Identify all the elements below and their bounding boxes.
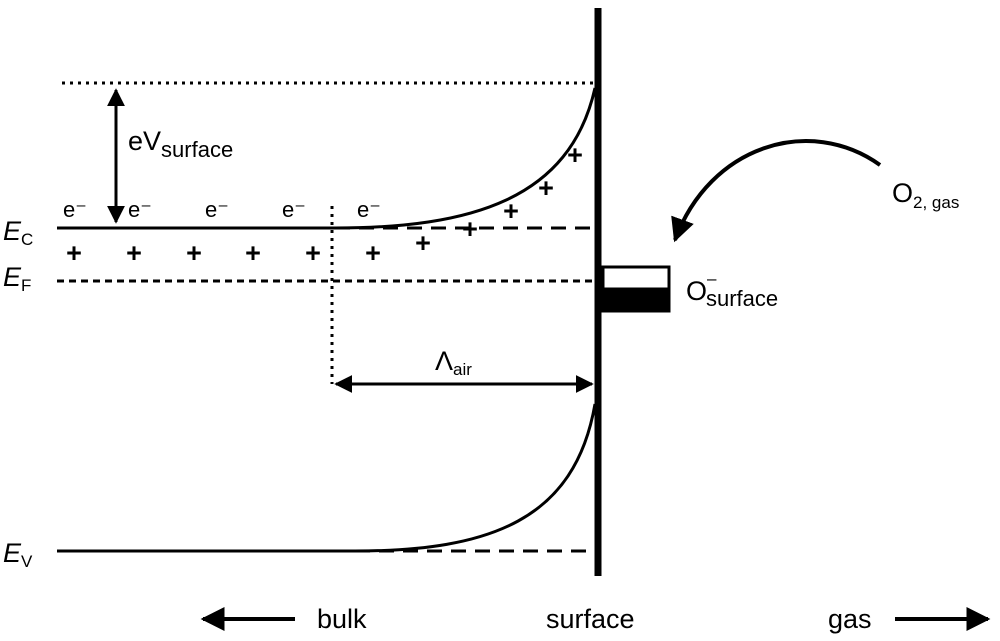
conduction-band-bending bbox=[334, 87, 597, 230]
surface-state-filled bbox=[601, 287, 671, 313]
donor-charge: + bbox=[186, 238, 202, 268]
donor-charge: + bbox=[126, 238, 142, 268]
valence-band-bending bbox=[354, 403, 597, 553]
electron-label: e⁻ bbox=[63, 197, 87, 222]
oxygen-adsorption-arrow bbox=[671, 139, 882, 243]
surface-label: surface bbox=[546, 604, 635, 634]
donor-charge: + bbox=[415, 228, 431, 258]
electron-label: e⁻ bbox=[128, 197, 152, 222]
donor-charge: + bbox=[66, 238, 82, 268]
oxygen-gas-label: O2, gas bbox=[892, 178, 959, 212]
donor-charge: + bbox=[567, 140, 583, 170]
electron-label: e⁻ bbox=[282, 197, 306, 222]
bulk-label: bulk bbox=[317, 604, 367, 634]
oxygen-surface-sub: surface bbox=[706, 286, 778, 311]
ev-label: EV bbox=[3, 538, 33, 571]
donor-charge: + bbox=[462, 214, 478, 244]
surface-state-empty bbox=[601, 265, 671, 291]
donor-charge: + bbox=[305, 238, 321, 268]
donor-charge: + bbox=[503, 196, 519, 226]
donor-charge: + bbox=[365, 238, 381, 268]
debye-length-label: Λair bbox=[435, 346, 472, 379]
electron-label: e⁻ bbox=[357, 197, 381, 222]
electron-label: e⁻ bbox=[205, 197, 229, 222]
ec-label: EC bbox=[3, 216, 33, 249]
barrier-height-label: eVsurface bbox=[128, 126, 233, 162]
oxygen-surface-charge: – bbox=[707, 269, 717, 288]
oxygen-surface-label: O bbox=[686, 276, 707, 306]
ef-label: EF bbox=[3, 262, 31, 295]
donor-charge: + bbox=[538, 173, 554, 203]
gas-label: gas bbox=[828, 604, 872, 634]
donor-charge: + bbox=[245, 238, 261, 268]
